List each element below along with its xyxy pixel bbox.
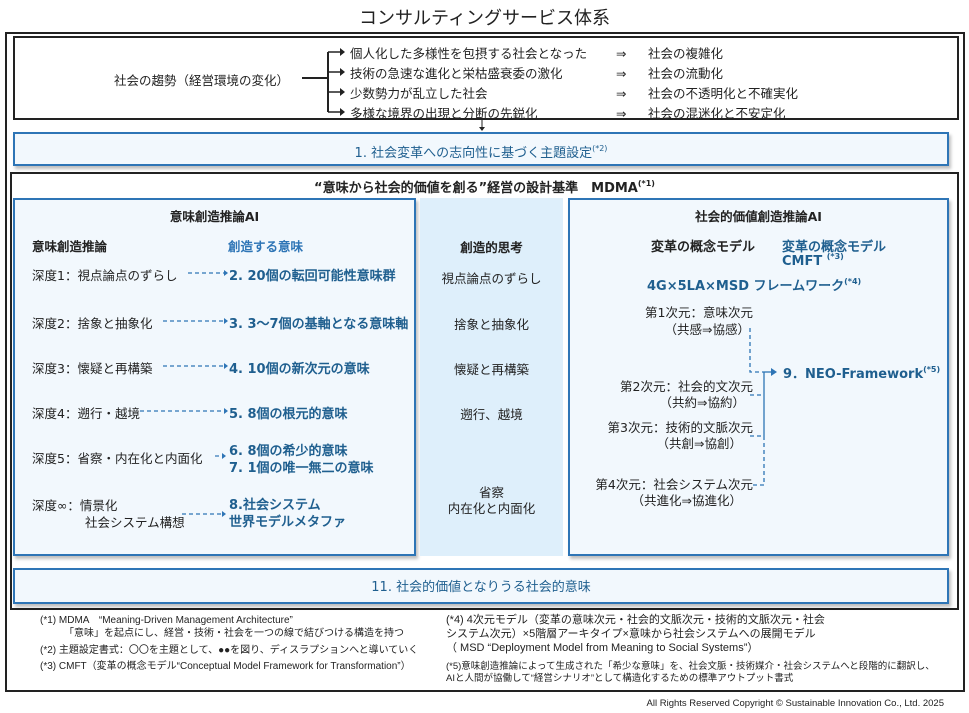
depth-inf-2: 社会システム構想 (85, 515, 185, 530)
thinking-item: 懐疑と再構築 (453, 362, 529, 377)
trend-effect: 社会の流動化 (648, 66, 724, 81)
trend-cause: 技術の急速な進化と栄枯盛衰委の激化 (350, 66, 563, 81)
depth-5: 深度5：省察・内在化と内面化 (32, 451, 203, 466)
trend-effect: 社会の複雑化 (648, 46, 724, 61)
thinking-item: 視点論点のずらし (441, 271, 542, 286)
meaning-result-7: 7. 1個の唯一無二の意味 (229, 461, 374, 476)
step11-box: 11. 社会的価値となりうる社会的意味 (13, 568, 949, 604)
middle-title: 創造的思考 (460, 240, 523, 255)
depth-4: 深度4：遡行・越境 (32, 406, 140, 421)
trend-box (13, 36, 959, 120)
thinking-item: 省察 (478, 485, 504, 500)
footnote-2: (*2) 主題設定書式：〇〇を主題として、●●を図り、ディスラプションへと導いて… (40, 645, 419, 656)
down-arrow-icon (479, 120, 485, 131)
trend-effect: 社会の不透明化と不確実化 (648, 86, 799, 101)
dimension-connectors (749, 328, 777, 486)
footnote-1b: 「意味」を起点にし、経営・技術・社会を一つの線で結びつける構造を持つ (64, 628, 404, 639)
framework-label: 4G×5LA×MSD フレームワーク(*4) (647, 277, 862, 294)
step1-label: 1. 社会変革への志向性に基づく主題設定 (354, 146, 593, 161)
meaning-result-4: 4. 10個の新次元の意味 (229, 362, 370, 377)
depth-3: 深度3：懐疑と再構築 (32, 361, 153, 376)
dim-2-sub: （共約⇒協約） (659, 395, 745, 410)
meaning-ai-panel (13, 198, 416, 556)
right-col-a: 変革の概念モデル (651, 240, 756, 255)
footnote-1: (*1) MDMA “Meaning-Driven Management Arc… (40, 615, 293, 626)
dim-3-sub: （共創⇒協創） (656, 436, 742, 451)
dim-3: 第3次元：技術的文脈次元 (607, 420, 753, 435)
meaning-result-8: 8.社会システム (229, 498, 321, 513)
trend-cause: 少数勢力が乱立した社会 (350, 86, 488, 101)
footnote-4: (*4) 4次元モデル（変革の意味次元・社会的文脈次元・技術的文脈次元・社会 (446, 614, 825, 626)
trend-causes: 個人化した多様性を包摂する社会となった 技術の急速な進化と栄枯盛衰委の激化 少数… (350, 44, 587, 124)
footnote-5b: AIと人間が協働して“経営シナリオ”として構造化するための標準アウトプット書式 (446, 673, 794, 684)
thinking-item: 遡行、越境 (460, 407, 523, 422)
step11-label: 11. 社会的価値となりうる社会的意味 (371, 580, 591, 595)
depth-1: 深度1：視点論点のずらし (32, 268, 178, 283)
trend-label: 社会の趨勢（経営環境の変化） (114, 73, 290, 88)
left-col-b: 創造する意味 (228, 239, 304, 254)
social-value-ai-panel (568, 198, 949, 556)
meaning-result-8b: 世界モデルメタファ (229, 515, 347, 530)
neo-framework: 9．NEO-Framework(*5) (783, 365, 941, 382)
left-title: 意味創造推論AI (169, 209, 260, 224)
footnote-4c: （ MSD “Deployment Model from Meaning to … (446, 642, 759, 654)
trend-cause: 個人化した多様性を包摂する社会となった (350, 46, 588, 61)
meaning-result-6: 6. 8個の希少的意味 (229, 444, 348, 459)
right-col-b: 変革の概念モデル (782, 240, 887, 255)
depth-2: 深度2：捨象と抽象化 (32, 316, 153, 331)
dim-1-sub: （共感⇒協感） (664, 322, 750, 337)
right-title: 社会的価値創造推論AI (695, 209, 822, 224)
trend-effects: 社会の複雑化 社会の流動化 社会の不透明化と不確実化 社会の混迷化と不安定化 (648, 44, 798, 124)
trend-arrows: ⇒⇒⇒⇒ (616, 46, 627, 121)
dim-2: 第2次元：社会的文次元 (620, 379, 753, 394)
left-col-a: 意味創造推論 (32, 239, 108, 254)
depth-inf: 深度∞：情景化 (32, 498, 118, 513)
meaning-result-3: 3. 3〜7個の基軸となる意味軸 (229, 317, 409, 332)
mdma-title: “意味から社会的価値を創る”経営の設計基準 MDMA(*1) (314, 179, 655, 196)
footnote-3: (*3) CMFT（変革の概念モデル“Conceptual Model Fram… (40, 661, 411, 672)
meaning-result-5: 5. 8個の根元的意味 (229, 407, 348, 422)
footnote-5: (*5)意味創造推論によって生成された「希少な意味」を、社会文脈・技術媒介・社会… (446, 661, 935, 672)
dim-4-sub: （共進化⇒協進化） (631, 493, 742, 508)
copyright: All Rights Reserved Copyright © Sustaina… (646, 698, 944, 709)
trend-effect: 社会の混迷化と不安定化 (648, 106, 786, 121)
outer-frame (5, 32, 965, 692)
thinking-item: 捨象と抽象化 (453, 317, 529, 332)
cmft-label: CMFT (*3) (782, 252, 844, 269)
thinking-item: 内在化と内面化 (447, 501, 536, 516)
mdma-frame (10, 172, 959, 610)
left-dashed-arrows (140, 270, 228, 517)
step1-box: 1. 社会変革への志向性に基づく主題設定(*2) (13, 132, 949, 166)
footnote-4b: システム次元）×5階層アーキタイプ×意味から社会システムへの展開モデル (446, 628, 816, 640)
meaning-result-2: 2. 20個の転回可能性意味群 (229, 269, 396, 284)
trend-cause: 多様な境界の出現と分断の先鋭化 (350, 106, 538, 121)
creative-thinking-column (420, 198, 563, 556)
page-title: コンサルティングサービス体系 (359, 8, 610, 29)
dim-4: 第4次元：社会システム次元 (595, 477, 753, 492)
trend-branch-arrows (302, 48, 345, 116)
dim-1: 第1次元：意味次元 (645, 305, 753, 320)
